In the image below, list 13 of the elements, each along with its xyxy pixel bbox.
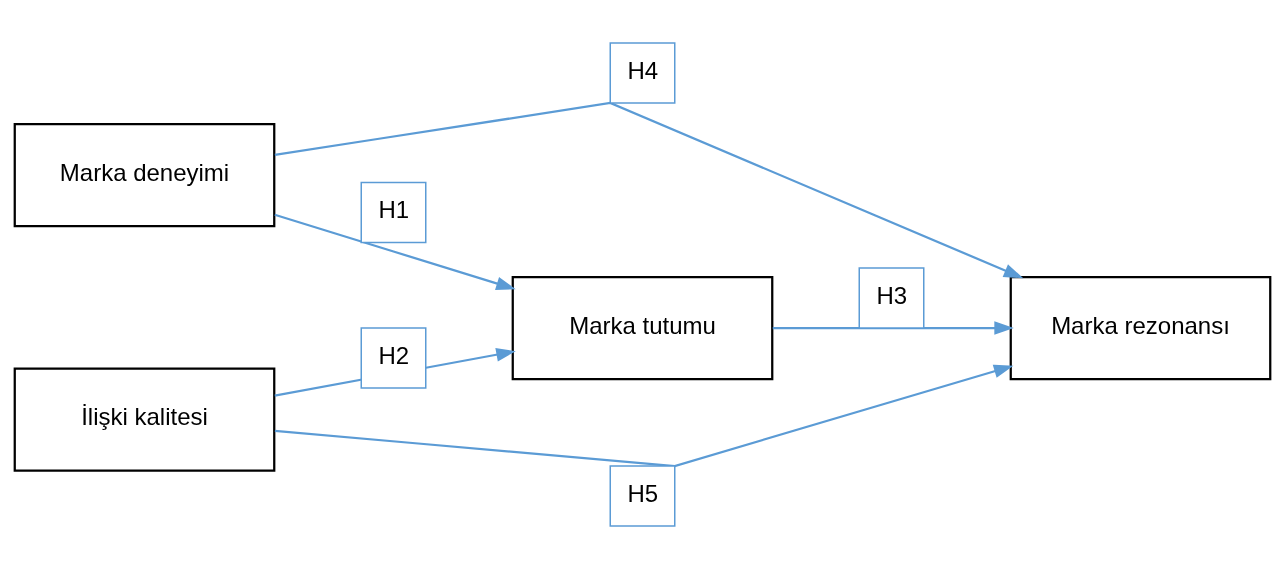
arrow bbox=[274, 213, 516, 291]
node-box: Marka deneyimi bbox=[13, 122, 276, 228]
edge-label: H1 bbox=[378, 196, 410, 224]
arrow bbox=[274, 364, 1014, 468]
edge-label: H3 bbox=[876, 281, 908, 309]
edge-label: H2 bbox=[378, 341, 410, 369]
node-box: Marka rezonansı bbox=[1009, 275, 1272, 381]
node-box: Marka tutumu bbox=[511, 275, 774, 381]
edge-label: H5 bbox=[627, 479, 659, 507]
arrow bbox=[772, 321, 1014, 335]
arrow bbox=[274, 101, 1024, 279]
edge-label: H4 bbox=[627, 56, 659, 84]
node-box: İlişki kalitesi bbox=[13, 367, 276, 472]
